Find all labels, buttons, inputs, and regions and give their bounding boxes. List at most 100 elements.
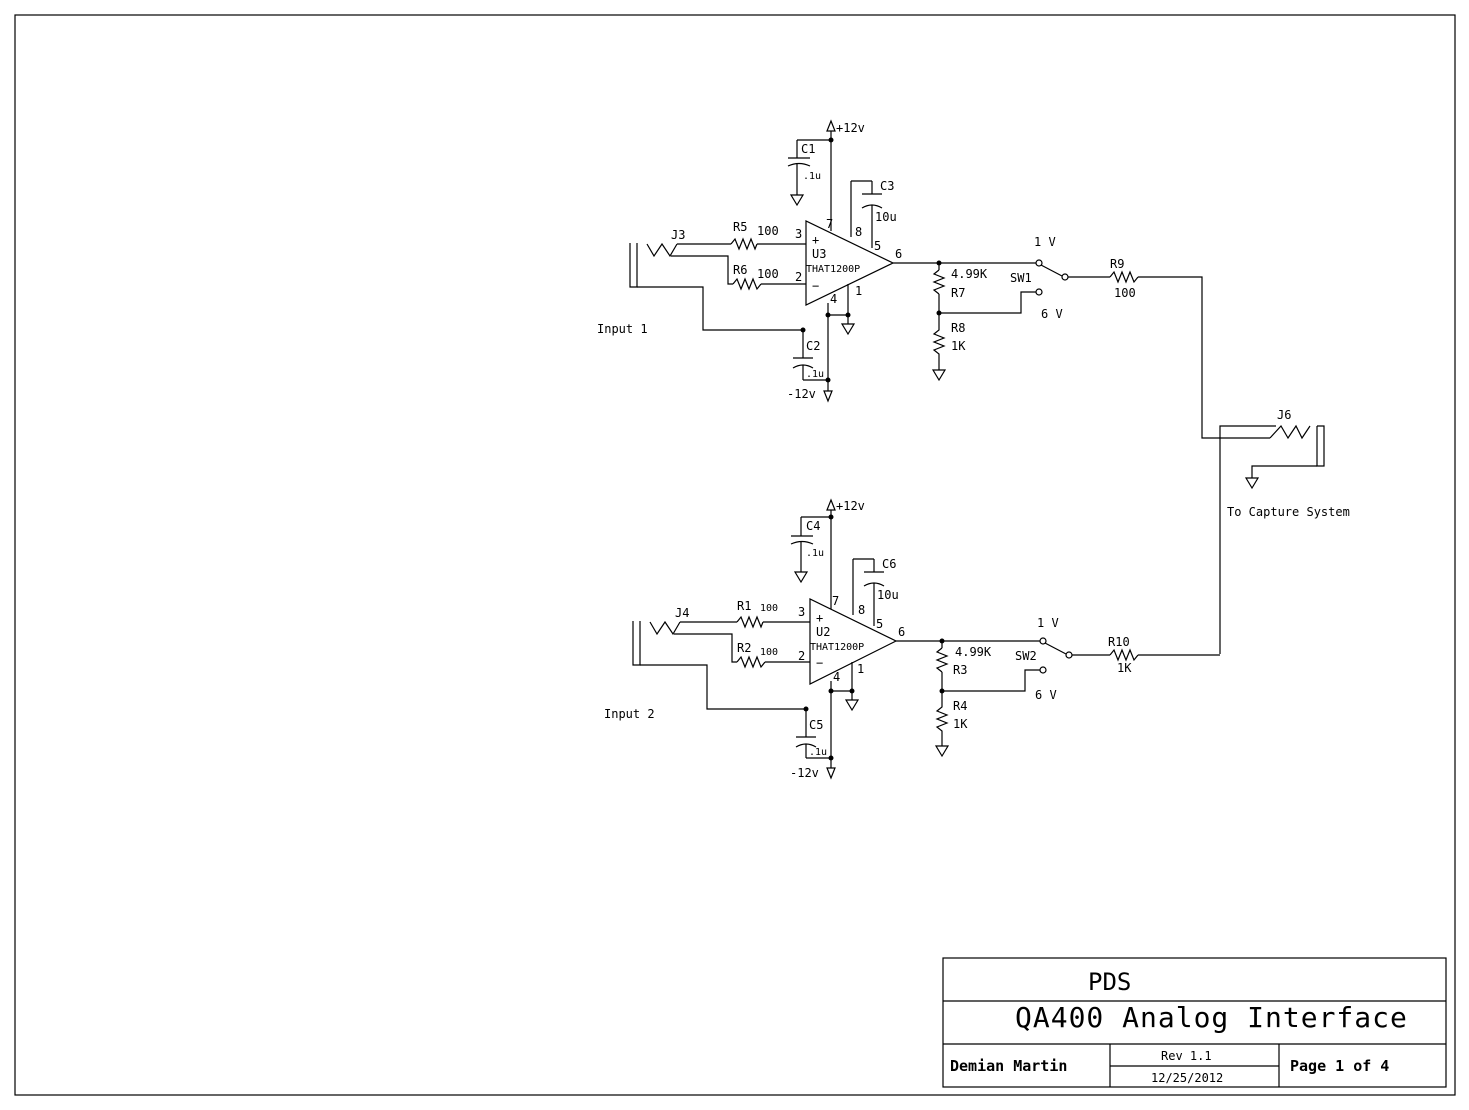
switch-sw2: SW2 1 V 6 V	[1015, 616, 1073, 702]
r1-ref: R1	[737, 599, 751, 613]
r4-ref: R4	[953, 699, 967, 713]
u3-ref: U3	[812, 247, 826, 261]
svg-text:−: −	[816, 656, 823, 670]
company-name: PDS	[1088, 968, 1131, 996]
c1-ref: C1	[801, 142, 815, 156]
channel-1: +12v C1 .1u 7 C3 10u 8 5	[597, 119, 1270, 439]
u3-pin5: 5	[874, 239, 881, 253]
opamp-u3: + − U3 THAT1200P	[805, 220, 895, 306]
sw1-pos1: 1 V	[1034, 235, 1056, 249]
svg-text:+: +	[812, 233, 819, 247]
jack-j6: J6 To Capture System	[1219, 408, 1350, 654]
u3-pin6: 6	[895, 247, 902, 261]
u2-pin6: 6	[898, 625, 905, 639]
c3-value: 10u	[875, 210, 897, 224]
j6-ref: J6	[1277, 408, 1291, 422]
neg-supply-label: -12v	[787, 387, 816, 401]
capacitor-c2: C2 .1u	[792, 330, 831, 383]
c3-ref: C3	[880, 179, 894, 193]
u3-pin8: 8	[855, 225, 862, 239]
sw2-ref: SW2	[1015, 649, 1037, 663]
pos-supply-1: +12v	[826, 119, 865, 140]
r6-value: 100	[757, 267, 779, 281]
u2-part: THAT1200P	[810, 642, 864, 653]
drawing-date: 12/25/2012	[1151, 1071, 1223, 1085]
sw2-pos2: 6 V	[1035, 688, 1057, 702]
channel-2: +12v C4 .1u 7 C6 10u 8 5 +	[604, 498, 1220, 780]
revision: Rev 1.1	[1161, 1049, 1212, 1063]
capacitor-c3: C3 10u	[850, 179, 897, 248]
pos-supply-2: +12v	[826, 498, 865, 517]
u2-pin5: 5	[876, 617, 883, 631]
j3-ref: J3	[671, 228, 685, 242]
c1-value: .1u	[803, 171, 821, 182]
r5-ref: R5	[733, 220, 747, 234]
svg-text:−: −	[812, 279, 819, 293]
u3-pin3: 3	[795, 227, 802, 241]
capacitor-c4: C4 .1u	[790, 516, 831, 584]
drawing-title: QA400 Analog Interface	[1015, 1001, 1408, 1034]
r1-value: 100	[760, 603, 778, 614]
r3-ref: R3	[953, 663, 967, 677]
capacitor-c1: C1 .1u	[787, 139, 831, 207]
u2-pin3: 3	[798, 605, 805, 619]
pos-supply-label: +12v	[836, 121, 865, 135]
switch-sw1: SW1 1 V 6 V	[1010, 235, 1069, 321]
capacitor-c5: C5 .1u	[795, 709, 834, 761]
u2-pin1: 1	[857, 662, 864, 676]
c4-ref: C4	[806, 519, 820, 533]
input-2-label: Input 2	[604, 707, 655, 721]
r5-value: 100	[757, 224, 779, 238]
sw2-pos1: 1 V	[1037, 616, 1059, 630]
input-1-label: Input 1	[597, 322, 648, 336]
c2-ref: C2	[806, 339, 820, 353]
u3-pin2: 2	[795, 270, 802, 284]
u3-part: THAT1200P	[806, 264, 860, 275]
r3-value: 4.99K	[955, 645, 992, 659]
r2-ref: R2	[737, 641, 751, 655]
opamp-u2: + − U2 THAT1200P	[809, 598, 898, 685]
r8-ref: R8	[951, 321, 965, 335]
jack-j3: J3	[629, 228, 685, 288]
author-name: Demian Martin	[950, 1057, 1067, 1075]
u3-pin4: 4	[830, 292, 837, 306]
jack-j4: J4	[632, 606, 689, 666]
u3-pin1: 1	[855, 284, 862, 298]
r7-ref: R7	[951, 286, 965, 300]
r6-ref: R6	[733, 263, 747, 277]
u2-pin8: 8	[858, 603, 865, 617]
c6-value: 10u	[877, 588, 899, 602]
pos-supply-label-2: +12v	[836, 499, 865, 513]
c2-value: .1u	[806, 369, 824, 380]
j4-ref: J4	[675, 606, 689, 620]
c4-value: .1u	[806, 548, 824, 559]
u2-pin7: 7	[832, 594, 839, 608]
r10-ref: R10	[1108, 635, 1130, 649]
output-label: To Capture System	[1227, 505, 1350, 519]
neg-supply-label-2: -12v	[790, 766, 819, 780]
u2-pin2: 2	[798, 649, 805, 663]
u3-pin7: 7	[826, 217, 833, 231]
neg-supply-2: -12v	[790, 766, 836, 780]
svg-text:+: +	[816, 611, 823, 625]
c5-value: .1u	[809, 747, 827, 758]
c6-ref: C6	[882, 557, 896, 571]
sheet-border	[14, 14, 1456, 1096]
capacitor-c6: C6 10u	[852, 557, 899, 626]
sw1-ref: SW1	[1010, 271, 1032, 285]
r7-value: 4.99K	[951, 267, 988, 281]
c5-ref: C5	[809, 718, 823, 732]
neg-supply-1: -12v	[787, 387, 833, 403]
r9-ref: R9	[1110, 257, 1124, 271]
title-block: PDS QA400 Analog Interface Demian Martin…	[942, 957, 1447, 1088]
u2-ref: U2	[816, 625, 830, 639]
r9-value: 100	[1114, 286, 1136, 300]
r4-value: 1K	[953, 717, 968, 731]
r2-value: 100	[760, 647, 778, 658]
u2-pin4: 4	[833, 670, 840, 684]
r8-value: 1K	[951, 339, 966, 353]
r10-value: 1K	[1117, 661, 1132, 675]
sw1-pos2: 6 V	[1041, 307, 1063, 321]
page-number: Page 1 of 4	[1290, 1057, 1389, 1075]
